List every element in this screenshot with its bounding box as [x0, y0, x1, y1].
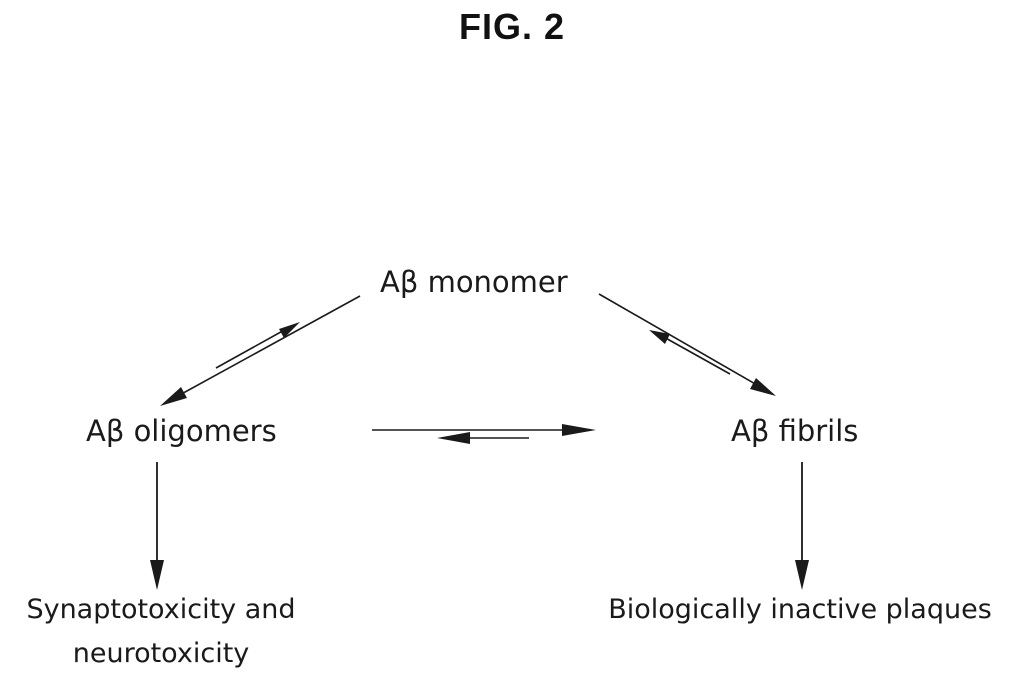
- outcome-toxicity-line2: neurotoxicity: [72, 638, 250, 669]
- monomer-to-oligomers-arrow: [160, 295, 361, 406]
- monomer-to-fibrils-arrow: [598, 293, 776, 396]
- outcome-inactive-plaques: Biologically inactive plaques: [608, 594, 992, 625]
- fibrils-to-oligomers-arrow: [437, 432, 529, 444]
- node-abeta-monomer: Aβ monomer: [380, 265, 568, 299]
- figure-title: FIG. 2: [458, 6, 566, 47]
- node-abeta-fibrils: Aβ fibrils: [731, 414, 859, 448]
- fibrils-to-monomer-arrow: [649, 330, 731, 375]
- node-abeta-oligomers: Aβ oligomers: [86, 414, 277, 448]
- oligomers-to-fibrils-arrow: [372, 424, 596, 436]
- fibrils-to-plaques-arrow: [795, 462, 809, 590]
- oligomers-to-monomer-arrow: [215, 322, 300, 369]
- outcome-toxicity: Synaptotoxicity and neurotoxicity: [6, 588, 316, 676]
- outcome-toxicity-line1: Synaptotoxicity and: [26, 594, 296, 625]
- oligomers-to-toxicity-arrow: [150, 462, 164, 590]
